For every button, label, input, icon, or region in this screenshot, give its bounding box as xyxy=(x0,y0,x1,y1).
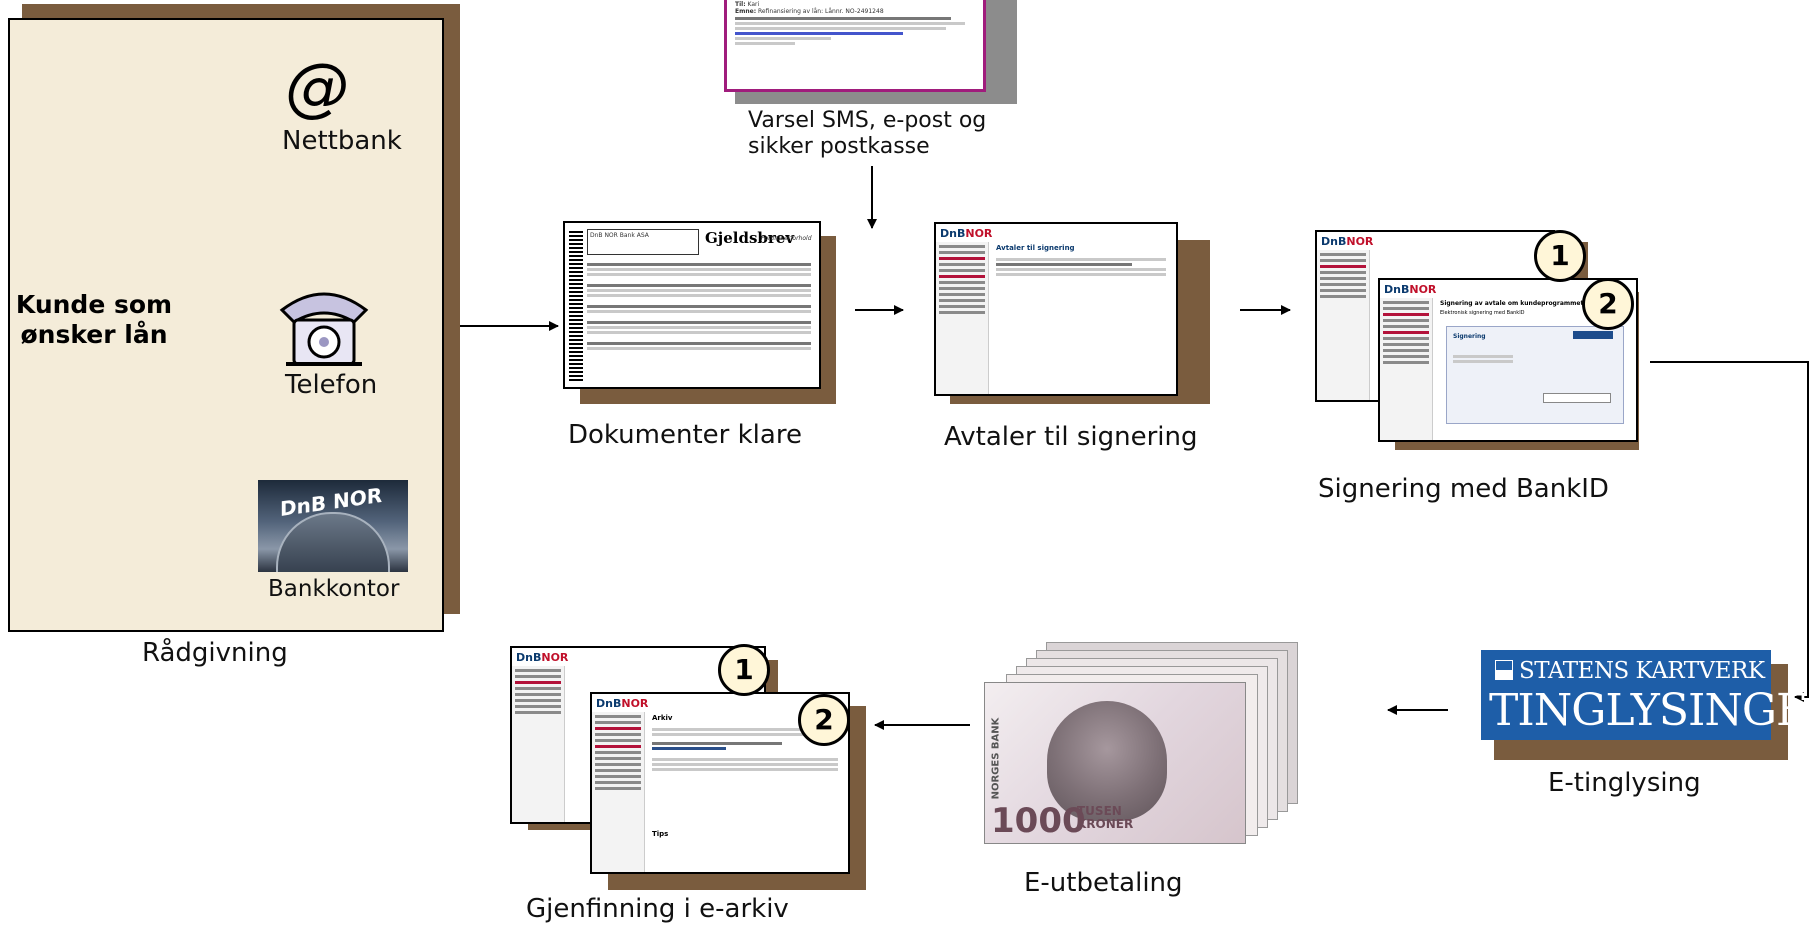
archive-badge-2: 2 xyxy=(798,694,850,746)
agreements-card: DnBNOR Avtaler til signering xyxy=(934,222,1178,396)
banknote-word1: TUSEN xyxy=(1077,804,1122,818)
gjeldsbrev-title: Gjeldsbrev xyxy=(705,229,795,247)
banknote-value: 1000 xyxy=(991,801,1086,841)
doc-subject-value: Refinansiering av lån: Lånnr. NO-2491248 xyxy=(758,8,884,15)
doc-to-value: Kari xyxy=(747,1,760,8)
bankid-caption: Signering med BankID xyxy=(1318,474,1609,504)
kartverk-line1: STATENS KARTVERK xyxy=(1519,658,1765,684)
agreements-title: Avtaler til signering xyxy=(996,244,1075,252)
at-icon: @ xyxy=(285,51,349,125)
archive-caption: Gjenfinning i e-arkiv xyxy=(526,894,789,924)
gjeldsbrev-sub: Forbrukerforhold xyxy=(761,235,812,242)
telefon-label: Telefon xyxy=(285,370,378,400)
telephone-icon xyxy=(279,292,369,366)
payout-caption: E-utbetaling xyxy=(1024,868,1183,898)
radgivning-caption: Rådgivning xyxy=(142,638,288,668)
notification-caption-line2: sikker postkasse xyxy=(748,134,930,159)
signering-label: Signering xyxy=(1453,333,1486,340)
nettbank-label: Nettbank xyxy=(282,126,402,156)
archive-tips: Tips xyxy=(652,830,669,838)
bankid-title: Signering av avtale om kundeprogrammet T… xyxy=(1440,300,1602,307)
bankid-sub: Elektronisk signering med BankID xyxy=(1440,310,1525,316)
agreements-caption: Avtaler til signering xyxy=(944,422,1198,452)
doc-subject-label: Emne: xyxy=(735,8,757,15)
bankid-badge-1: 1 xyxy=(1534,230,1586,282)
tinglysing-caption: E-tinglysing xyxy=(1548,768,1701,798)
bankid-badge-2: 2 xyxy=(1582,278,1634,330)
kartverk-line2: TINGLYSINGEN xyxy=(1489,685,1820,736)
notification-caption: Varsel SMS, e-post og sikker postkasse xyxy=(748,108,986,160)
notification-caption-line1: Varsel SMS, e-post og xyxy=(748,108,987,133)
customer-label-line1: Kunde som xyxy=(15,290,173,319)
documents-bank-name: DnB NOR Bank ASA xyxy=(590,232,649,239)
tinglysing-logo: STATENS KARTVERK TINGLYSINGEN xyxy=(1481,650,1820,740)
bankkontor-label: Bankkontor xyxy=(268,576,400,602)
bankid-card-front: DnBNOR Signering av avtale om kundeprogr… xyxy=(1378,278,1638,442)
archive-title: Arkiv xyxy=(652,714,673,722)
doc-to-label: Til: xyxy=(735,1,746,8)
banknote-bank: NORGES BANK xyxy=(990,717,1002,800)
documents-card: DnB NOR Bank ASA Gjeldsbrev Forbrukerfor… xyxy=(563,221,821,389)
bank-office-photo: DnB NOR xyxy=(258,480,408,572)
agreements-dnb-logo: DnBNOR xyxy=(940,227,993,240)
banknote-stack: NORGES BANK 1000 TUSEN KRONER xyxy=(980,642,1320,852)
archive-badge-1: 1 xyxy=(718,644,770,696)
banknote-front: NORGES BANK 1000 TUSEN KRONER xyxy=(984,682,1246,844)
customer-label-line2: ønsker lån xyxy=(20,320,168,349)
kartverk-flag-icon xyxy=(1495,660,1513,680)
banknote-portrait xyxy=(1047,701,1167,821)
banknote-word2: KRONER xyxy=(1077,817,1134,831)
customer-label: Kunde som ønsker lån xyxy=(14,290,174,350)
documents-caption: Dokumenter klare xyxy=(568,420,802,450)
notification-document: Til: Kari Emne: Refinansiering av lån: L… xyxy=(724,0,986,92)
